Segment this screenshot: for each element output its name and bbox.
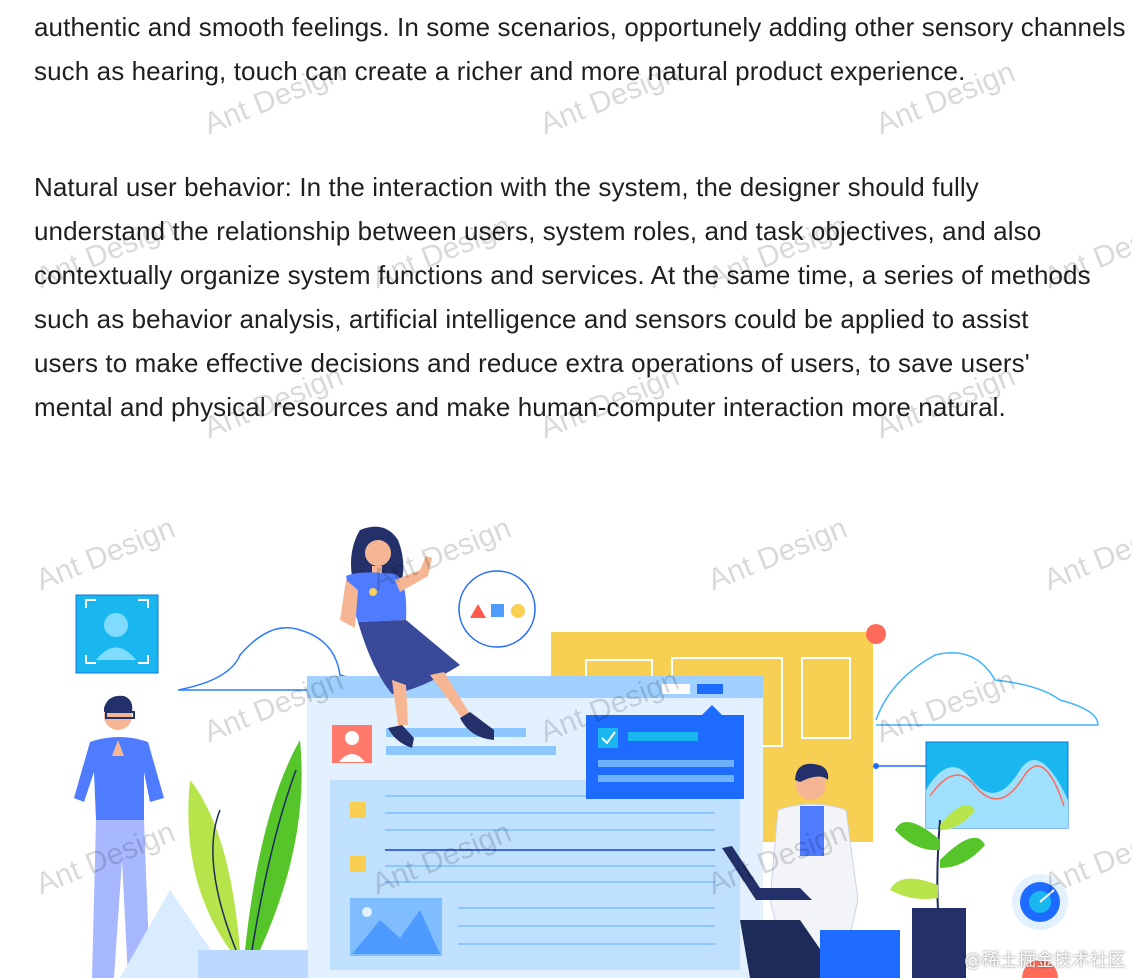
article-paragraph: Natural user behavior: In the interactio… xyxy=(34,172,1091,422)
article-paragraph: authentic and smooth feelings. In some s… xyxy=(34,12,1126,86)
natural-interaction-illustration xyxy=(74,526,1099,978)
site-watermark: @稀土掘金技术社区 xyxy=(964,950,1126,971)
